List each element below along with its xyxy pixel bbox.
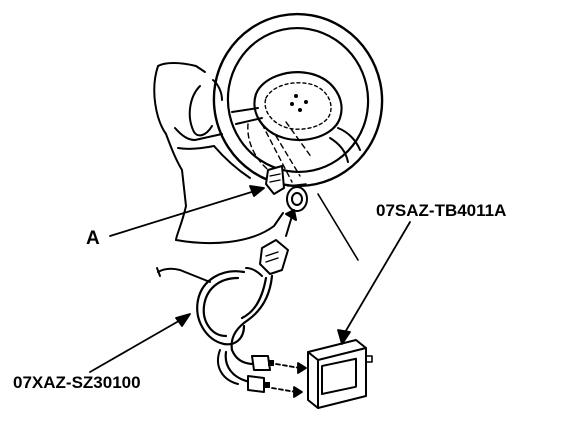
adapter-harness — [196, 239, 289, 393]
column-connector — [265, 165, 308, 212]
inspection-tool-box — [307, 339, 373, 409]
connection-arrow — [285, 209, 297, 237]
guide-line — [317, 193, 359, 261]
leader-line-a — [109, 185, 265, 237]
tool-part-number-top: 07SAZ-TB4011A — [376, 201, 507, 220]
dashboard-outline — [153, 62, 284, 283]
tool-part-number-bottom: 07XAZ-SZ30100 — [13, 373, 141, 392]
steering-wheel — [212, 12, 384, 188]
connection-arrows-to-tool — [271, 362, 307, 398]
leader-line-tool — [337, 221, 411, 345]
part-a-label: A — [86, 228, 100, 249]
leader-line-harness — [89, 313, 191, 373]
